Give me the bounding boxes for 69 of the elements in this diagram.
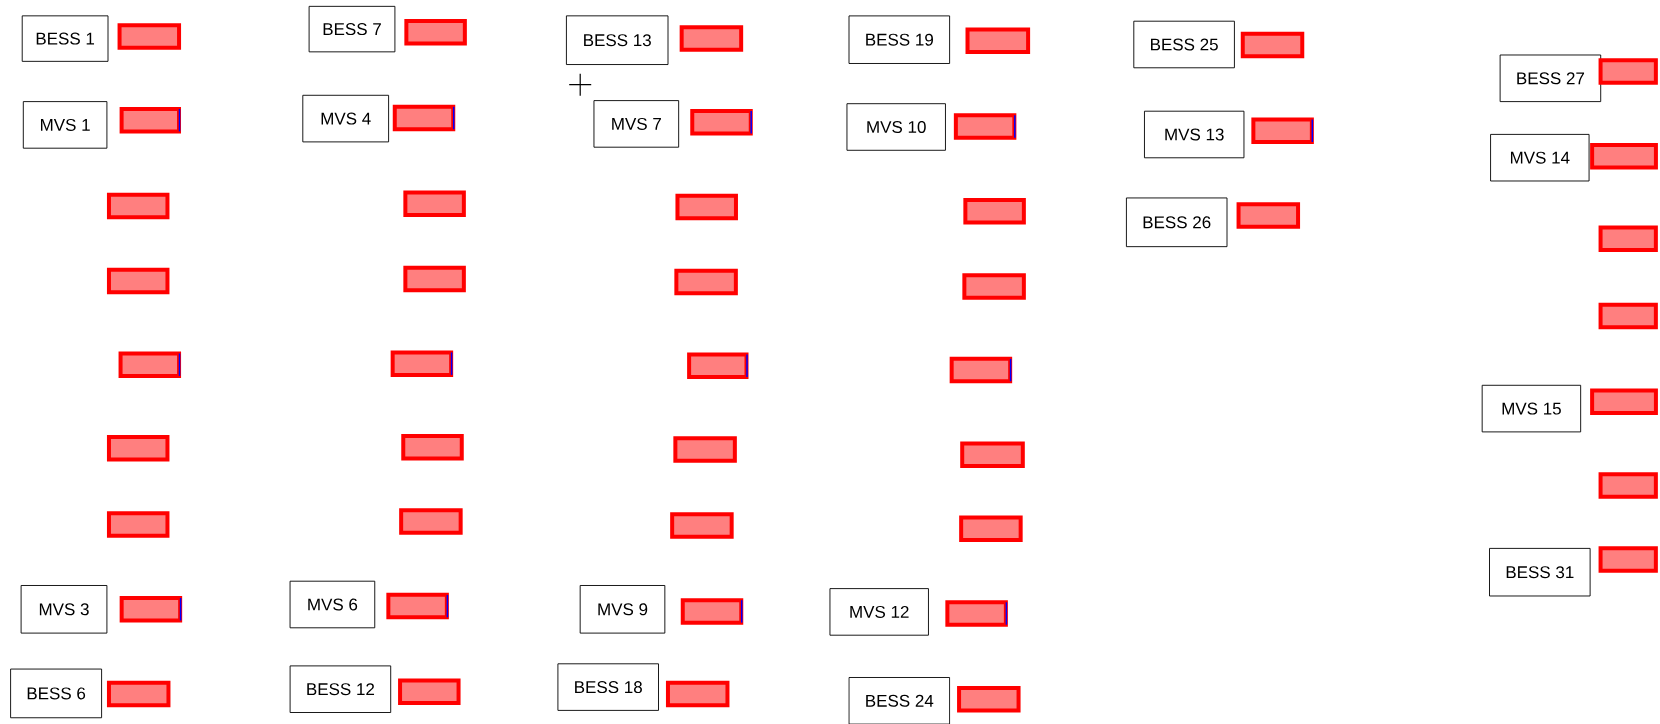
label-box: MVS 10 bbox=[846, 103, 946, 151]
label-box: MVS 7 bbox=[593, 100, 680, 148]
label-box: MVS 6 bbox=[289, 580, 376, 629]
label-box: MVS 13 bbox=[1144, 110, 1245, 159]
bar-marker bbox=[386, 592, 449, 620]
bar-marker bbox=[119, 106, 181, 134]
bar-marker bbox=[106, 435, 170, 462]
bar-marker bbox=[403, 190, 466, 218]
bar-marker bbox=[401, 434, 464, 461]
label-box: BESS 24 bbox=[848, 677, 951, 724]
bar-marker bbox=[949, 356, 1013, 384]
bar-marker bbox=[674, 268, 738, 296]
bar-marker bbox=[959, 515, 1023, 543]
label-box: BESS 27 bbox=[1499, 54, 1602, 103]
bar-marker bbox=[1598, 472, 1658, 499]
bar-marker bbox=[675, 193, 738, 221]
bar-marker bbox=[690, 109, 753, 136]
bar-marker bbox=[398, 678, 461, 706]
label-box: MVS 4 bbox=[302, 94, 390, 143]
bar-marker bbox=[1598, 546, 1658, 573]
bar-marker bbox=[1598, 302, 1658, 330]
label-box: MVS 14 bbox=[1490, 133, 1590, 182]
label-box: BESS 1 bbox=[21, 15, 109, 62]
bar-marker bbox=[953, 113, 1017, 140]
bar-marker bbox=[945, 600, 1008, 627]
bar-marker bbox=[670, 512, 734, 539]
bar-marker bbox=[1598, 225, 1658, 252]
bar-marker bbox=[963, 197, 1026, 225]
bar-marker bbox=[118, 351, 182, 378]
bar-marker bbox=[106, 192, 170, 220]
label-box: BESS 7 bbox=[308, 5, 396, 53]
label-box: MVS 15 bbox=[1481, 384, 1582, 433]
bar-marker bbox=[687, 352, 749, 380]
label-box: BESS 31 bbox=[1489, 547, 1591, 597]
bar-marker bbox=[404, 19, 467, 46]
bar-marker bbox=[679, 25, 744, 52]
bar-marker bbox=[1240, 31, 1305, 59]
bar-marker bbox=[962, 273, 1026, 300]
bar-marker bbox=[965, 27, 1031, 55]
bar-marker bbox=[106, 267, 170, 295]
label-box: MVS 1 bbox=[22, 101, 108, 149]
bar-marker bbox=[665, 680, 730, 708]
label-box: MVS 9 bbox=[579, 585, 666, 634]
label-box: BESS 12 bbox=[289, 665, 392, 713]
bar-marker bbox=[1251, 117, 1314, 144]
label-box: BESS 18 bbox=[557, 663, 659, 711]
bar-marker bbox=[403, 265, 466, 293]
label-box: MVS 3 bbox=[20, 585, 108, 634]
bar-marker bbox=[957, 686, 1021, 713]
bar-marker bbox=[106, 680, 171, 708]
bar-marker bbox=[117, 23, 182, 50]
bar-marker bbox=[1598, 58, 1658, 85]
bar-marker bbox=[673, 436, 737, 463]
bar-marker bbox=[399, 508, 463, 535]
bar-marker bbox=[390, 350, 454, 377]
bar-marker bbox=[106, 511, 170, 538]
label-box: BESS 26 bbox=[1125, 197, 1228, 248]
bar-marker bbox=[392, 104, 456, 132]
bar-marker bbox=[1590, 388, 1658, 416]
label-box: MVS 12 bbox=[829, 588, 929, 636]
label-box: BESS 19 bbox=[848, 15, 951, 64]
label-box: BESS 25 bbox=[1133, 20, 1235, 69]
bar-marker bbox=[119, 596, 183, 623]
bar-marker bbox=[1590, 142, 1658, 170]
bar-marker bbox=[960, 441, 1025, 468]
bar-marker bbox=[1236, 202, 1301, 229]
bar-marker bbox=[680, 598, 744, 625]
label-box: BESS 6 bbox=[10, 668, 103, 719]
label-box: BESS 13 bbox=[565, 15, 669, 65]
